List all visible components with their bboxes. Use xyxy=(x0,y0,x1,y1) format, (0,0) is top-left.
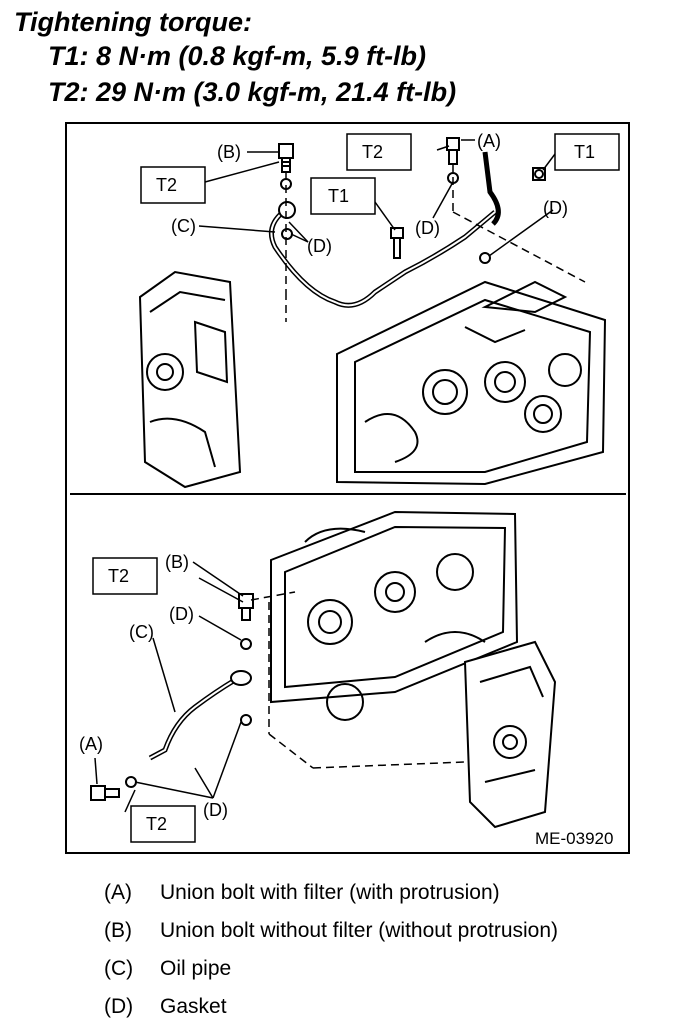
oil-pipe-branch xyxy=(482,151,501,226)
gasket-d xyxy=(125,776,137,788)
banjo-fitting-bottom xyxy=(230,670,252,686)
figure-code: ME-03920 xyxy=(535,829,613,848)
legend-key: (B) xyxy=(104,919,132,942)
bottom-view xyxy=(90,510,557,829)
label-t1: T1 xyxy=(328,186,349,206)
legend-key: (C) xyxy=(104,957,134,980)
label-c: (C) xyxy=(171,216,196,236)
exploded-diagram: T2 T2 T1 T1 T2 T2 (B) (C) (D) (D) (A) (D… xyxy=(65,122,630,854)
union-bolt-b-top xyxy=(278,143,294,173)
label-a: (A) xyxy=(477,131,501,151)
torque-boxes xyxy=(92,133,620,843)
assembly-guides-top xyxy=(285,164,586,322)
union-bolt-b-bottom xyxy=(238,593,254,621)
torque-spec-t2: T2: 29 N·m (3.0 kgf-m, 21.4 ft-lb) xyxy=(48,77,457,107)
cylinder-head-bottom xyxy=(463,640,557,829)
label-d: (D) xyxy=(415,218,440,238)
t2-box xyxy=(130,805,196,843)
label-d: (D) xyxy=(169,604,194,624)
bolt-t1-top xyxy=(390,227,404,259)
label-t2: T2 xyxy=(108,566,129,586)
leader-lines-top xyxy=(198,139,556,257)
cylinder-head-top xyxy=(138,270,242,489)
label-d: (D) xyxy=(307,236,332,256)
t2-box xyxy=(346,133,412,171)
legend-text: Gasket xyxy=(160,995,227,1018)
t1-box xyxy=(554,133,620,171)
figure-frame xyxy=(65,122,630,854)
t2-box xyxy=(140,166,206,204)
label-t2: T2 xyxy=(362,142,383,162)
legend-text: Oil pipe xyxy=(160,957,232,980)
torque-spec-t1: T1: 8 N·m (0.8 kgf-m, 5.9 ft-lb) xyxy=(48,41,427,71)
union-bolt-a-top xyxy=(446,137,460,165)
t2-box xyxy=(92,557,158,595)
oil-pipe-top-inner xyxy=(270,211,496,307)
gasket-d xyxy=(240,714,252,726)
banjo-fitting xyxy=(278,201,296,219)
legend-key: (A) xyxy=(104,881,132,904)
label-d: (D) xyxy=(203,800,228,820)
gasket-d xyxy=(281,228,293,240)
legend-item-d: (D) Gasket xyxy=(104,994,227,1020)
leader-lines-bottom xyxy=(94,561,244,813)
oil-pipe-top xyxy=(268,210,497,308)
figure-labels: T2 T2 T1 T1 T2 T2 (B) (C) (D) (D) (A) (D… xyxy=(79,131,613,848)
legend-item-a: (A) Union bolt with filter (with protrusi… xyxy=(104,880,500,906)
legend-key: (D) xyxy=(104,995,134,1018)
engine-block-top xyxy=(336,280,607,486)
label-b: (B) xyxy=(165,552,189,572)
label-t1: T1 xyxy=(574,142,595,162)
label-d: (D) xyxy=(543,198,568,218)
oil-pipe-bottom-inner xyxy=(149,679,236,759)
diagram-svg: T2 T2 T1 T1 T2 T2 (B) (C) (D) (D) (A) (D… xyxy=(65,122,630,854)
label-t2: T2 xyxy=(146,814,167,834)
engine-block-bottom xyxy=(270,510,519,721)
oil-pipe-bottom xyxy=(148,677,237,761)
bolt-t1-right xyxy=(532,167,546,181)
gasket-d xyxy=(240,638,252,650)
gasket-d xyxy=(479,252,491,264)
t1-box xyxy=(310,177,376,215)
legend-text: Union bolt without filter (without protr… xyxy=(160,919,559,942)
assembly-guides-bottom xyxy=(250,591,466,769)
torque-heading: Tightening torque: xyxy=(14,7,252,37)
label-b: (B) xyxy=(217,142,241,162)
top-view xyxy=(138,137,607,489)
legend-text: Union bolt with filter (with protrusion) xyxy=(160,881,500,904)
label-a: (A) xyxy=(79,734,103,754)
label-t2: T2 xyxy=(156,175,177,195)
legend-item-b: (B) Union bolt without filter (without pr… xyxy=(104,918,558,944)
label-c: (C) xyxy=(129,622,154,642)
legend-item-c: (C) Oil pipe xyxy=(104,956,231,982)
union-bolt-a-bottom xyxy=(90,785,120,801)
